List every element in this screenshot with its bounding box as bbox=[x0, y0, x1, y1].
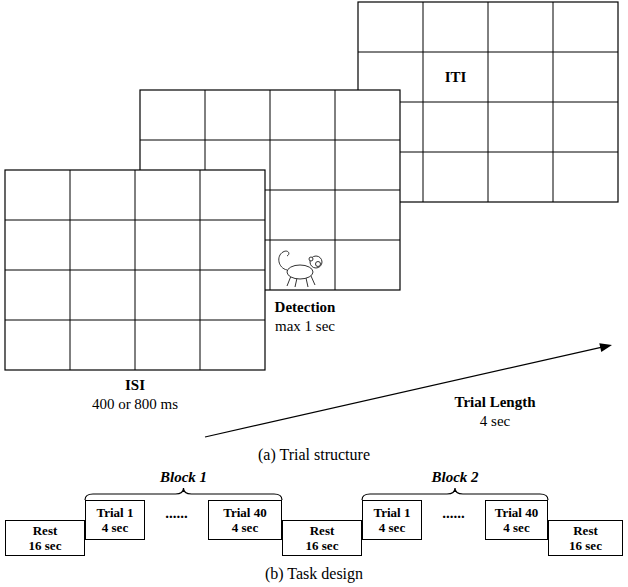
block-name: Block 1 bbox=[160, 468, 207, 486]
ellipsis: ...... bbox=[165, 504, 188, 522]
phase-duration: max 1 sec bbox=[275, 317, 335, 335]
box-text: Rest bbox=[310, 523, 335, 538]
box-text: 4 sec bbox=[379, 520, 405, 535]
phase-duration: 400 or 800 ms bbox=[92, 395, 178, 413]
arrow-label: 4 sec bbox=[480, 412, 510, 430]
phase-name: ITI bbox=[445, 68, 467, 86]
grid-ground bbox=[5, 170, 265, 370]
phase-name: Detection bbox=[275, 298, 336, 316]
arrow-label: Trial Length bbox=[455, 393, 536, 411]
monkey-face bbox=[316, 262, 321, 267]
monkey-body bbox=[287, 265, 313, 279]
isi-grid bbox=[5, 170, 265, 370]
box-text: Trial 40 bbox=[495, 505, 538, 520]
rest-box: Rest16 sec bbox=[548, 520, 623, 556]
monkey-tail bbox=[279, 251, 289, 270]
rest-box: Rest16 sec bbox=[5, 520, 85, 556]
monkey-ear bbox=[309, 257, 313, 261]
box-text: 4 sec bbox=[232, 520, 258, 535]
monkey-head bbox=[310, 256, 322, 268]
block-brace bbox=[85, 488, 282, 500]
grid-lines bbox=[5, 170, 265, 370]
box-text: 4 sec bbox=[102, 520, 128, 535]
ellipsis: ...... bbox=[442, 504, 465, 522]
rest-box: Rest16 sec bbox=[282, 520, 362, 556]
box-text: Trial 40 bbox=[223, 505, 266, 520]
block-brace bbox=[362, 488, 548, 500]
time-arrow bbox=[205, 343, 612, 437]
monkey-picture bbox=[279, 251, 322, 287]
box-text: Rest bbox=[33, 523, 58, 538]
box-text: Rest bbox=[573, 523, 598, 538]
grid-frame bbox=[5, 170, 265, 370]
box-text: Trial 1 bbox=[374, 505, 411, 520]
box-text: 4 sec bbox=[503, 520, 529, 535]
sub-caption: (b) Task design bbox=[265, 565, 363, 583]
sub-caption: (a) Trial structure bbox=[258, 446, 370, 464]
trial-box: Trial 404 sec bbox=[485, 500, 548, 540]
arrow-head bbox=[599, 343, 612, 352]
trial-box: Trial 14 sec bbox=[85, 500, 145, 540]
block-name: Block 2 bbox=[431, 468, 478, 486]
trial-box: Trial 404 sec bbox=[208, 500, 282, 540]
trial-box: Trial 14 sec bbox=[362, 500, 422, 540]
box-text: 16 sec bbox=[29, 538, 62, 553]
box-text: Trial 1 bbox=[97, 505, 134, 520]
box-text: 16 sec bbox=[306, 538, 339, 553]
box-text: 16 sec bbox=[569, 538, 602, 553]
arrow-shaft bbox=[205, 347, 601, 437]
phase-name: ISI bbox=[125, 376, 145, 394]
